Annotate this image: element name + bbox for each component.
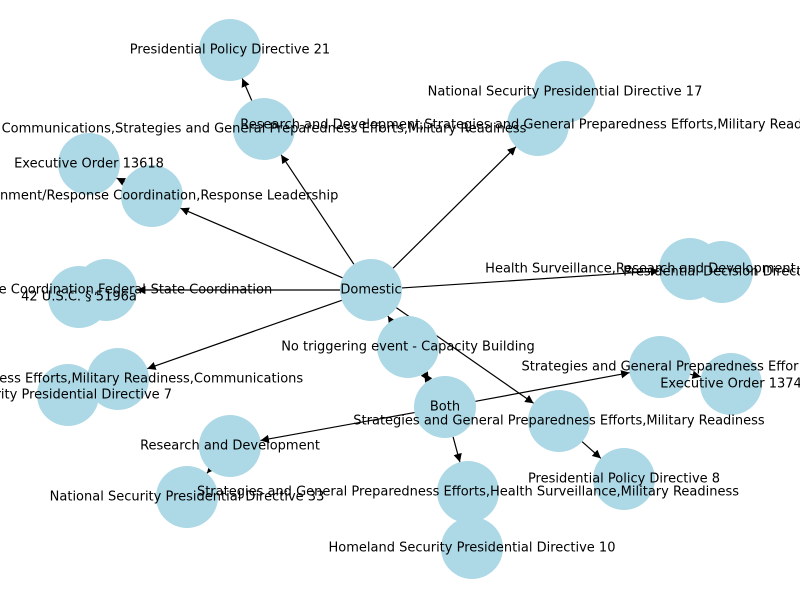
node-hs_rd <box>659 238 721 300</box>
node-circle-prep_comm <box>87 348 149 410</box>
edge-domestic-to-rd_strat <box>392 146 517 269</box>
node-circle-rd_comm <box>233 98 295 160</box>
node-label-ppd21: Presidential Policy Directive 21 <box>130 43 330 58</box>
node-circle-eo13618 <box>58 133 120 195</box>
node-hspd7 <box>37 364 99 426</box>
edge-both-to-strat_mil_right <box>475 370 630 402</box>
labels-layer: Domestic Presidential Policy Directive 21… <box>0 43 800 556</box>
node-strat_mil <box>528 390 590 452</box>
node-label-nspd17: National Security Presidential Directive… <box>428 85 703 100</box>
node-label-hs_rd: Health Surveillance,Research and Develop… <box>485 262 800 277</box>
nodes-layer <box>37 19 762 579</box>
node-circle-eo1374 <box>700 353 762 415</box>
node-resp_lead <box>121 165 183 227</box>
edge-no_trigger-to-domestic <box>387 315 396 326</box>
node-label-strat_mil_right: Strategies and General Preparedness Effo… <box>521 360 799 375</box>
node-circle-hspd7 <box>37 364 99 426</box>
node-circle-hs_rd <box>659 238 721 300</box>
node-both <box>414 376 476 438</box>
node-rd_strat <box>507 94 569 156</box>
node-label-domestic: Domestic <box>340 283 401 298</box>
node-label-strat_health: Strategies and General Preparedness Effo… <box>197 485 739 500</box>
edge-rd-to-nspd33 <box>206 464 216 474</box>
node-label-no_trigger: No triggering event - Capacity Building <box>281 340 535 355</box>
edge-strat_mil-to-ppd8 <box>581 441 602 459</box>
edge-domestic-to-rd_comm <box>280 154 355 265</box>
edge-resp_lead-to-eo13618 <box>116 177 127 186</box>
node-circle-strat_mil_right <box>629 336 691 398</box>
node-domestic <box>340 259 402 321</box>
node-circle-no_trigger <box>377 316 439 378</box>
node-label-eo1374: Executive Order 1374 <box>660 377 800 392</box>
node-hspd10 <box>441 517 503 579</box>
node-label-pdd: Presidential Decision Directive <box>623 265 800 280</box>
node-strat_health <box>437 461 499 523</box>
node-circle-domestic <box>340 259 402 321</box>
node-ppd21 <box>199 19 261 81</box>
node-label-strat_mil: Strategies and General Preparedness Effo… <box>353 414 765 429</box>
edges-layer <box>116 78 701 526</box>
node-prep_comm <box>87 348 149 410</box>
node-no_trigger <box>377 316 439 378</box>
node-label-hspd7: Security Presidential Directive 7 <box>0 388 172 403</box>
node-circle-hspd10 <box>441 517 503 579</box>
node-rd_comm <box>233 98 295 160</box>
node-fed_state <box>75 259 137 321</box>
edge-rd_comm-to-ppd21 <box>241 78 253 101</box>
node-label-rd: Research and Development <box>140 439 320 454</box>
node-circle-rd_strat <box>507 94 569 156</box>
node-circle-ppd21 <box>199 19 261 81</box>
node-label-fed_state: /Response Coordination,Federal-State Coo… <box>0 283 272 298</box>
node-label-prep_comm: Preparedness Efforts,Military Readiness,… <box>0 372 303 387</box>
edge-domestic-to-resp_lead <box>180 207 343 279</box>
node-circle-rd <box>199 415 261 477</box>
node-label-resp_lead: Assignment/Response Coordination,Respons… <box>0 189 338 204</box>
node-circle-strat_mil <box>528 390 590 452</box>
node-circle-strat_health <box>437 461 499 523</box>
node-label-both: Both <box>430 400 460 415</box>
node-label-ppd8: Presidential Policy Directive 8 <box>528 472 720 487</box>
node-label-hspd10: Homeland Security Presidential Directive… <box>329 541 616 556</box>
edge-both-to-rd <box>260 411 415 444</box>
node-circle-fed_state <box>75 259 137 321</box>
node-circle-nspd33 <box>156 466 218 528</box>
edge-both-to-no_trigger <box>423 373 433 383</box>
node-label-eo13618: Executive Order 13618 <box>14 157 164 172</box>
node-circle-resp_lead <box>121 165 183 227</box>
node-ppd8 <box>593 448 655 510</box>
node-rd <box>199 415 261 477</box>
edge-domestic-to-prep_comm <box>147 299 342 370</box>
node-circle-both <box>414 376 476 438</box>
node-label-usc5196a: 42 U.S.C. § 5196a <box>21 290 137 305</box>
edge-both-to-strat_health <box>452 436 462 463</box>
node-label-rd_strat: Research and Development,Strategies and … <box>240 118 800 133</box>
edge-strat_mil_right-to-eo1374 <box>690 370 701 379</box>
node-nspd33 <box>156 466 218 528</box>
node-label-rd_comm: Communications,Strategies and General Pr… <box>2 122 527 137</box>
node-circle-ppd8 <box>593 448 655 510</box>
node-eo1374 <box>700 353 762 415</box>
node-strat_mil_right <box>629 336 691 398</box>
node-eo13618 <box>58 133 120 195</box>
edge-domestic-to-hs_rd <box>401 267 660 289</box>
node-label-nspd33: National Security Presidential Directive… <box>50 490 325 505</box>
